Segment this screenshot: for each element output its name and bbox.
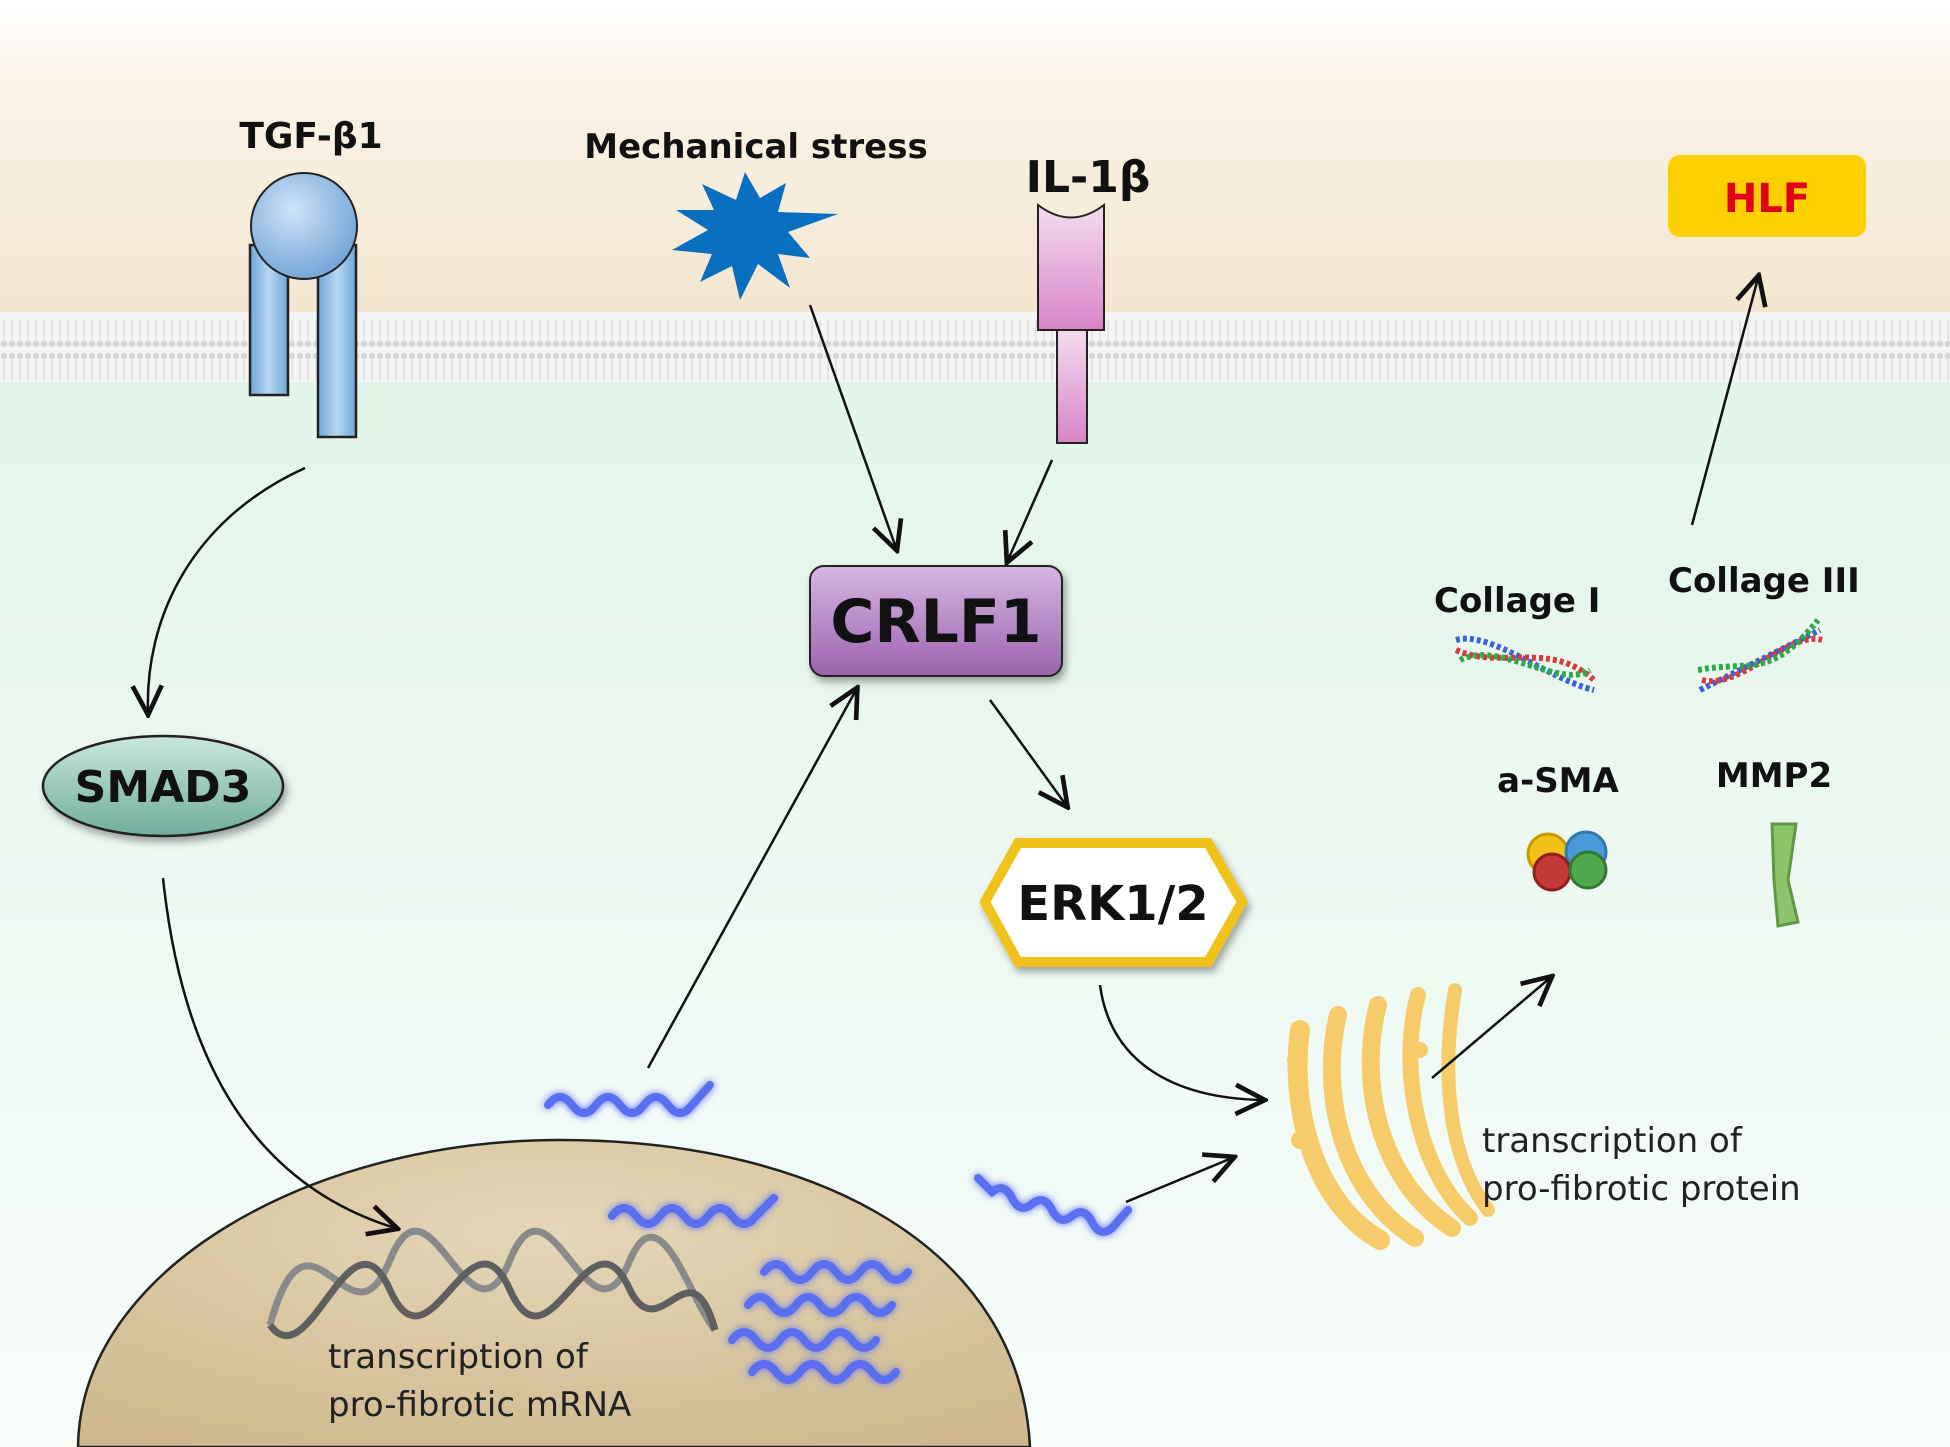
mmp2-label: MMP2 [1716, 756, 1832, 796]
collagen-iii-label: Collage III [1668, 561, 1860, 601]
crlf1-box [809, 565, 1063, 677]
il1b-label: IL-1β [1026, 152, 1151, 203]
mrna-strand-icon [544, 1081, 1132, 1384]
hlf-box [1668, 155, 1866, 237]
smad3-ellipse [41, 734, 285, 838]
il1b-receptor-icon [1037, 202, 1105, 444]
tgf-receptor-icon [248, 172, 358, 439]
dna-helix-icon [266, 1227, 719, 1339]
erk-label: ERK1/2 [1017, 876, 1208, 932]
arrow-il1b-to-crlf1 [1008, 459, 1054, 560]
mechanical-stress-label: Mechanical stress [584, 127, 927, 167]
mrna-transcription-line1: transcription of [328, 1337, 589, 1377]
arrow-crlf1-to-erk [988, 699, 1066, 805]
arrow-mechanical-to-crlf1 [808, 304, 896, 548]
arrow-golgi-to-proteins [1431, 978, 1550, 1079]
arrow-tgf-to-smad3 [148, 466, 306, 712]
cell-membrane [0, 312, 1950, 382]
arrow-smad3-to-dna [161, 877, 395, 1228]
arrow-mrna-to-crlf1 [646, 690, 856, 1069]
erk-hexagon [979, 838, 1248, 967]
arrow-mrna-to-golgi [1125, 1158, 1232, 1204]
nucleus [76, 1138, 1032, 1447]
arrow-erk-to-golgi [1098, 984, 1262, 1100]
protein-complex-icon [1526, 830, 1608, 892]
crlf1-label: CRLF1 [830, 587, 1041, 657]
tgf-label: TGF-β1 [239, 116, 382, 157]
hlf-label: HLF [1724, 176, 1810, 222]
smad3-label: SMAD3 [75, 762, 252, 813]
mechanical-stress-star-icon [672, 172, 838, 300]
a-sma-label: a-SMA [1497, 761, 1619, 801]
collagen-i-label: Collage I [1434, 581, 1600, 621]
collagen-fiber-icon [1697, 618, 1823, 693]
collagen-fiber-icon [1454, 635, 1597, 693]
arrow-collagen-to-hlf [1690, 278, 1758, 526]
protein-complex-icon [1770, 822, 1800, 928]
protein-transcription-line2: pro-fibrotic protein [1482, 1169, 1801, 1209]
protein-transcription-line1: transcription of [1482, 1121, 1743, 1161]
mrna-transcription-line2: pro-fibrotic mRNA [328, 1385, 631, 1425]
golgi-apparatus-icon [1287, 983, 1495, 1250]
